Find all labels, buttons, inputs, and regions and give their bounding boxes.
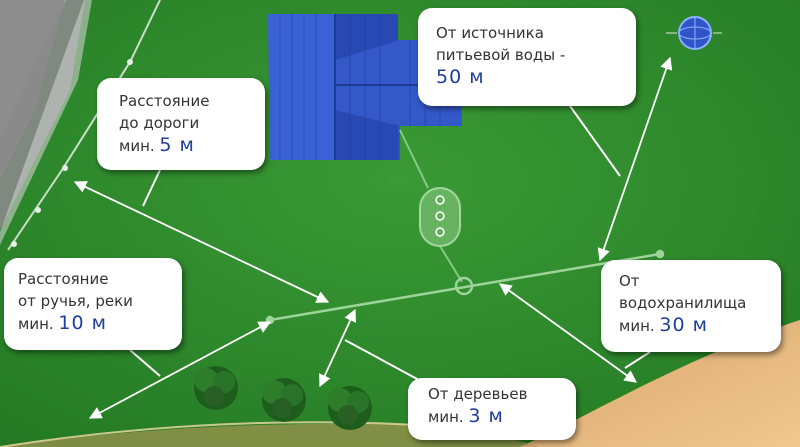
callout-line: водохранилища bbox=[619, 294, 747, 312]
callout-prefix: мин. bbox=[619, 317, 655, 335]
callout-line: до дороги bbox=[119, 114, 200, 132]
stream-distance-value: 10 м bbox=[58, 312, 107, 334]
callout-line: От источника bbox=[436, 24, 544, 42]
callout-line: От деревьев bbox=[428, 385, 528, 403]
callout-line: От bbox=[619, 272, 640, 290]
reservoir-distance-value: 30 м bbox=[659, 314, 708, 336]
trees-distance-callout: От деревьев мин. 3 м bbox=[408, 378, 576, 440]
callout-line: от ручья, реки bbox=[18, 292, 133, 310]
water-source-distance-callout: От источника питьевой воды - 50 м bbox=[418, 8, 636, 106]
trees-distance-value: 3 м bbox=[468, 405, 504, 427]
trees-distance-arrow bbox=[319, 308, 356, 388]
road-distance-arrow bbox=[73, 181, 330, 303]
road-distance-value: 5 м bbox=[159, 134, 195, 156]
callout-line: Расстояние bbox=[119, 92, 210, 110]
callout-line: питьевой воды - bbox=[436, 46, 566, 64]
callout-prefix: мин. bbox=[119, 137, 155, 155]
septic-tank-icon bbox=[419, 187, 461, 247]
water-distance-arrow bbox=[597, 56, 673, 262]
callout-line: Расстояние bbox=[18, 270, 109, 288]
water-well-icon bbox=[666, 16, 722, 50]
water-source-distance-value: 50 м bbox=[436, 66, 485, 88]
road-distance-callout: Расстояние до дороги мин. 5 м bbox=[97, 78, 265, 170]
callout-prefix: мин. bbox=[18, 315, 54, 333]
callout-prefix: мин. bbox=[428, 408, 464, 426]
reservoir-distance-arrow bbox=[498, 283, 638, 383]
fence-icon bbox=[7, 0, 161, 251]
reservoir-distance-callout: От водохранилища мин. 30 м bbox=[601, 260, 781, 352]
stream-distance-arrow bbox=[88, 321, 272, 419]
stream-distance-callout: Расстояние от ручья, реки мин. 10 м bbox=[4, 258, 182, 350]
